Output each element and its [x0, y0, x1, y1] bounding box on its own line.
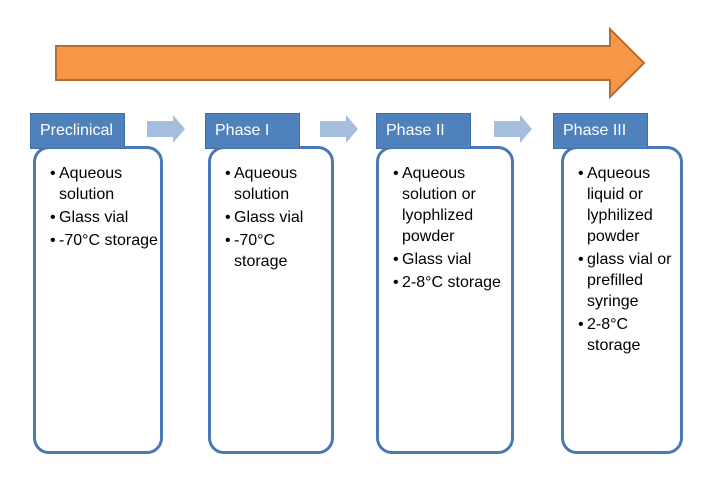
stage-list-phase-2: •Aqueous solution or lyophlized powder •…	[379, 149, 511, 293]
small-arrow-2	[320, 115, 358, 143]
list-item: •Glass vial	[225, 209, 304, 226]
stage-label-preclinical: Preclinical	[30, 113, 125, 149]
list-item: •Aqueous liquid or lyphilized powder	[578, 165, 653, 245]
list-item: •2-8°C storage	[393, 274, 501, 291]
list-item: •-70°C storage	[50, 232, 158, 249]
stage-label-phase-3: Phase III	[553, 113, 648, 149]
list-item: •Glass vial	[50, 209, 129, 226]
stage-list-preclinical: •Aqueous solution •Glass vial •-70°C sto…	[36, 149, 160, 251]
list-item: •2-8°C storage	[578, 316, 641, 354]
list-item: •Glass vial	[393, 251, 472, 268]
list-item: •-70°C storage	[225, 232, 288, 270]
small-arrow-1	[147, 115, 185, 143]
stage-list-phase-3: •Aqueous liquid or lyphilized powder •gl…	[564, 149, 680, 356]
list-item: •glass vial or prefilled syringe	[578, 251, 672, 310]
list-item: •Aqueous solution	[225, 165, 298, 203]
progress-arrow-shape	[55, 26, 646, 100]
small-arrow-3	[494, 115, 532, 143]
stage-box-phase-3: •Aqueous liquid or lyphilized powder •gl…	[561, 146, 683, 454]
stage-label-phase-2: Phase II	[376, 113, 471, 149]
stage-list-phase-1: •Aqueous solution •Glass vial •-70°C sto…	[211, 149, 331, 272]
stage-box-preclinical: •Aqueous solution •Glass vial •-70°C sto…	[33, 146, 163, 454]
list-item: •Aqueous solution or lyophlized powder	[393, 165, 476, 245]
list-item: •Aqueous solution	[50, 165, 123, 203]
stage-box-phase-1: •Aqueous solution •Glass vial •-70°C sto…	[208, 146, 334, 454]
stage-label-phase-1: Phase I	[205, 113, 300, 149]
stage-box-phase-2: •Aqueous solution or lyophlized powder •…	[376, 146, 514, 454]
